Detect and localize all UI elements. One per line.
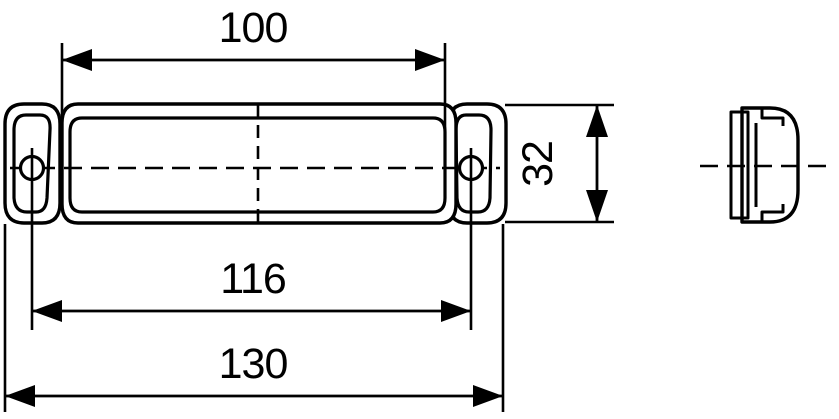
side-view-step-bottom [760, 204, 785, 222]
dim-32-label: 32 [514, 141, 562, 187]
lens-body-inner [68, 116, 447, 214]
side-view-rear-flange [729, 110, 750, 220]
dim-130-label: 130 [219, 340, 288, 388]
dimension-100: 100 [60, 4, 447, 130]
dim-32-arrow-bottom [586, 190, 608, 222]
dim-130-arrow-left [5, 385, 35, 407]
dim-116-label: 116 [220, 255, 286, 303]
dim-32-arrow-top [586, 105, 608, 137]
dimension-116: 116 [30, 205, 473, 330]
side-view-step-top [760, 108, 785, 126]
dim-130-arrow-right [473, 385, 503, 407]
right-mounting-hole [457, 148, 485, 205]
dim-100-arrow-left [62, 49, 92, 71]
front-view [3, 102, 508, 225]
dimension-130: 130 [3, 224, 505, 412]
dim-100-arrow-right [415, 49, 445, 71]
dimension-32: 32 [505, 103, 614, 224]
dim-116-arrow-left [32, 300, 62, 322]
dim-116-arrow-right [441, 300, 471, 322]
dim-100-label: 100 [219, 4, 288, 52]
side-view [700, 106, 834, 224]
left-mounting-hole [18, 148, 46, 205]
